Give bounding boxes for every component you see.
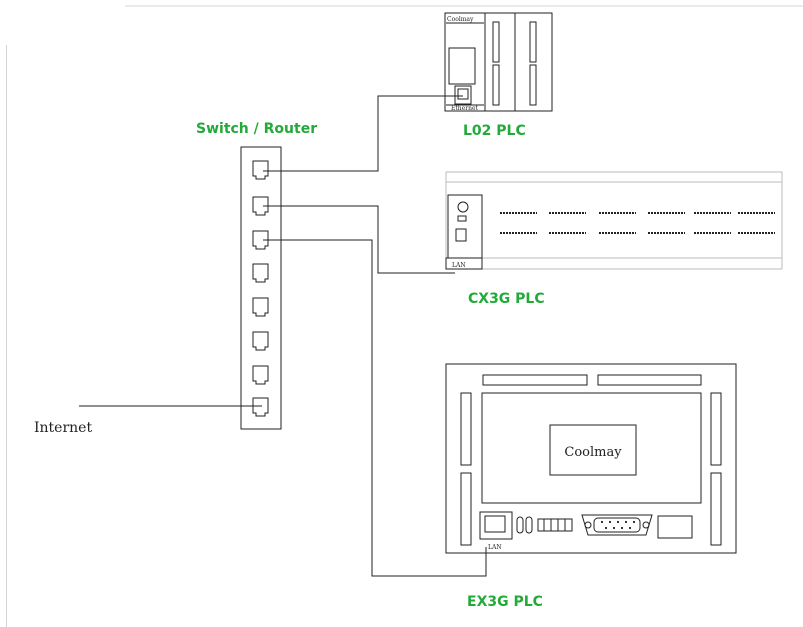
cx3g-lan-port [445,257,483,270]
switch-port-4 [252,263,269,283]
cx3g-plc-device [445,171,783,270]
cables [263,95,487,577]
l02-outline [444,12,553,112]
ex3g-db9-screw-right [642,521,650,529]
cx3g-left-module [447,194,483,259]
ex3g-dip-switch [537,518,573,532]
cx3g-terminal-blocks [500,212,775,234]
db9-pin [612,526,616,530]
ex3g-top-connector-2 [597,374,702,386]
ex3g-left-connector-1 [460,392,472,466]
cx3g-port-text: LAN [452,262,466,269]
ex3g-db9-shell [593,517,641,533]
ex3g-port-text: LAN [488,544,502,551]
cable-ex3g [263,239,487,577]
switch-label: Switch / Router [196,121,317,137]
switch-ports [252,160,269,417]
switch-port-5 [252,297,269,317]
l02-slot-2a [529,21,537,63]
ex3g-outline [445,363,737,554]
cx3g-outline [445,171,783,269]
ex3g-lan-port [479,511,513,540]
internet-label: Internet [34,420,92,436]
switch-router [240,146,282,430]
switch-port-1 [252,160,269,180]
l02-slot-1a [492,21,500,63]
l02-plc-device [444,12,553,112]
l02-label: L02 PLC [463,123,526,139]
l02-brand-text: Coolmay [447,16,474,23]
cable-l02 [263,95,463,172]
db9-pin [624,520,628,524]
cx3g-dip [455,228,467,242]
ex3g-top-connector-1 [482,374,588,386]
db9-pin [604,526,608,530]
db9-pin [608,520,612,524]
cx3g-label: CX3G PLC [468,291,545,307]
l02-ethernet-port [454,85,472,105]
ex3g-screen-label-box [549,424,637,476]
db9-pin [600,520,604,524]
ex3g-screen-area [481,392,702,504]
ex3g-db9-pins [600,520,636,530]
db9-pin [628,526,632,530]
ex3g-lan-port-inner [484,515,506,533]
ex3g-dip-frame [537,518,573,532]
switch-body [240,146,282,430]
ex3g-led-2 [525,516,533,534]
ex3g-label: EX3G PLC [467,594,543,610]
cable-cx3g [263,205,455,274]
cx3g-switch [457,215,467,222]
switch-port-6 [252,331,269,351]
ex3g-right-connector-1 [710,392,722,466]
ex3g-left-connector-2 [460,472,472,546]
db9-pin [632,520,636,524]
l02-slot-2b [529,64,537,106]
ex3g-power-block [657,515,693,539]
switch-port-7 [252,365,269,385]
l02-panel [448,47,476,85]
ex3g-screen-text: Coolmay [564,445,622,460]
l02-port-text: Ethernet [451,105,478,112]
switch-port-8 [252,397,269,417]
db9-pin [620,526,624,530]
switch-port-3 [252,230,269,250]
ex3g-db9-connector [581,514,653,536]
ex3g-led-1 [516,516,524,534]
ex3g-right-connector-2 [710,472,722,546]
ex3g-db9-screw-left [584,521,592,529]
l02-slot-1b [492,64,500,106]
l02-port-inner [457,88,469,100]
cx3g-indicator [457,201,469,213]
db9-pin [616,520,620,524]
ex3g-plc-device [445,363,737,554]
switch-port-2 [252,196,269,216]
